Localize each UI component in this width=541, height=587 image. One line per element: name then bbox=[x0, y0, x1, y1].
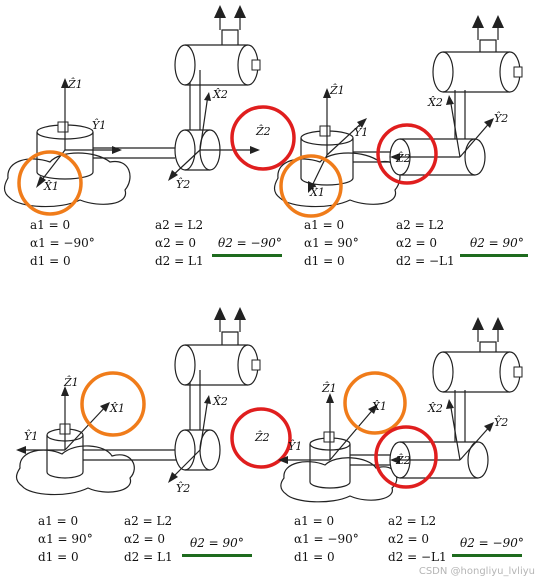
diagram-panel-4: Ẑ1 Ŷ1 X̂1 X̂2 Ẑ2 Ŷ2 a1 = 0 α1 = −90° d1 … bbox=[270, 300, 541, 587]
params-right-3: a2 = L2 α2 = 0 d2 = L1 bbox=[124, 512, 173, 566]
param-d2: d2 = L1 bbox=[124, 550, 173, 564]
label-x2: X̂2 bbox=[212, 395, 228, 408]
orange-highlight-circle bbox=[343, 371, 407, 435]
label-x1: X̂1 bbox=[371, 400, 387, 413]
label-y2: Ŷ2 bbox=[494, 415, 508, 429]
theta-value-4: θ2 = −90° bbox=[460, 536, 524, 550]
param-a1: a1 = 0 bbox=[38, 514, 79, 528]
label-z2: Ẑ2 bbox=[395, 151, 411, 165]
theta-underline-3 bbox=[182, 554, 252, 557]
param-a1: a1 = 0 bbox=[304, 218, 345, 232]
params-left-1: a1 = 0 α1 = −90° d1 = 0 bbox=[30, 216, 95, 270]
param-alpha1: α1 = −90° bbox=[30, 236, 95, 250]
label-x2: X̂2 bbox=[212, 88, 228, 101]
red-highlight-circle bbox=[374, 425, 438, 489]
param-d1: d1 = 0 bbox=[294, 550, 335, 564]
base-cloud bbox=[273, 152, 401, 208]
watermark: CSDN @hongliyu_lvliyu bbox=[418, 566, 535, 577]
base-cloud bbox=[3, 152, 131, 208]
param-alpha2: α2 = 0 bbox=[124, 532, 166, 546]
param-d1: d1 = 0 bbox=[304, 254, 345, 268]
param-alpha2: α2 = 0 bbox=[155, 236, 197, 250]
label-z2: Ẑ2 bbox=[395, 453, 411, 467]
diagram-panel-2: Ẑ1 Ŷ1 X̂1 X̂2 Ẑ2 Ŷ2 a1 = 0 α1 = 90° d1 =… bbox=[270, 0, 541, 290]
params-right-1: a2 = L2 α2 = 0 d2 = L1 bbox=[155, 216, 204, 270]
label-z2: Ẑ2 bbox=[255, 124, 271, 138]
robot-arm-drawing-2: Ẑ1 Ŷ1 X̂1 X̂2 Ẑ2 Ŷ2 bbox=[273, 15, 523, 218]
param-a2: a2 = L2 bbox=[155, 218, 204, 232]
param-d2: d2 = −L1 bbox=[396, 254, 455, 268]
param-alpha1: α1 = −90° bbox=[294, 532, 359, 546]
param-a2: a2 = L2 bbox=[124, 514, 173, 528]
label-y1: Ŷ1 bbox=[92, 118, 106, 132]
diagram-panel-3: Ẑ1 Ŷ1 X̂1 X̂2 Ẑ2 Ŷ2 a1 = 0 α1 = 90° d1 =… bbox=[0, 300, 292, 587]
label-y2: Ŷ2 bbox=[176, 177, 190, 191]
label-y2: Ŷ2 bbox=[176, 481, 190, 495]
param-alpha2: α2 = 0 bbox=[388, 532, 430, 546]
params-right-4: a2 = L2 α2 = 0 d2 = −L1 bbox=[388, 512, 447, 566]
diagram-panel-1: Ẑ1 Ŷ1 X̂1 X̂2 Ẑ2 Ŷ2 a1 = 0 α1 = −90° d1 … bbox=[0, 0, 296, 290]
orange-highlight-circle bbox=[17, 150, 83, 216]
param-a1: a1 = 0 bbox=[30, 218, 71, 232]
theta-value-2: θ2 = 90° bbox=[470, 236, 524, 250]
theta-underline-1 bbox=[212, 254, 282, 257]
theta-value-1: θ2 = −90° bbox=[218, 236, 282, 250]
orange-highlight-circle bbox=[80, 371, 146, 437]
label-z1: Ẑ1 bbox=[67, 77, 83, 91]
label-y2: Ŷ2 bbox=[494, 111, 508, 125]
param-a1: a1 = 0 bbox=[294, 514, 335, 528]
params-right-2: a2 = L2 α2 = 0 d2 = −L1 bbox=[396, 216, 455, 270]
label-z1: Ẑ1 bbox=[63, 375, 79, 389]
red-highlight-circle bbox=[230, 105, 296, 171]
robot-arm-drawing-3: Ẑ1 Ŷ1 X̂1 X̂2 Ẑ2 Ŷ2 bbox=[15, 307, 292, 496]
params-left-4: a1 = 0 α1 = −90° d1 = 0 bbox=[294, 512, 359, 566]
theta-underline-2 bbox=[460, 254, 528, 257]
label-x2: X̂2 bbox=[427, 96, 443, 109]
params-left-2: a1 = 0 α1 = 90° d1 = 0 bbox=[304, 216, 359, 270]
label-x1: X̂1 bbox=[43, 180, 59, 193]
label-z2: Ẑ2 bbox=[254, 430, 270, 444]
param-d2: d2 = L1 bbox=[155, 254, 204, 268]
orange-highlight-circle bbox=[279, 154, 343, 218]
red-highlight-circle bbox=[376, 123, 438, 185]
label-x2: X̂2 bbox=[427, 402, 443, 415]
red-highlight-circle bbox=[230, 407, 292, 469]
label-y1: Ŷ1 bbox=[288, 439, 302, 453]
param-d2: d2 = −L1 bbox=[388, 550, 447, 564]
param-alpha1: α1 = 90° bbox=[304, 236, 359, 250]
robot-arm-drawing-1: Ẑ1 Ŷ1 X̂1 X̂2 Ẑ2 Ŷ2 bbox=[3, 5, 296, 216]
base-cloud bbox=[280, 457, 398, 503]
label-y1: Ŷ1 bbox=[354, 125, 368, 139]
theta-underline-4 bbox=[452, 554, 522, 557]
param-a2: a2 = L2 bbox=[388, 514, 437, 528]
theta-value-3: θ2 = 90° bbox=[190, 536, 244, 550]
param-d1: d1 = 0 bbox=[38, 550, 79, 564]
robot-arm-drawing-4: Ẑ1 Ŷ1 X̂1 X̂2 Ẑ2 Ŷ2 bbox=[278, 317, 523, 503]
label-x1: X̂1 bbox=[109, 402, 125, 415]
label-y1: Ŷ1 bbox=[24, 429, 38, 443]
param-alpha2: α2 = 0 bbox=[396, 236, 438, 250]
base-cloud bbox=[15, 445, 135, 496]
param-alpha1: α1 = 90° bbox=[38, 532, 93, 546]
label-z1: Ẑ1 bbox=[329, 83, 345, 97]
param-d1: d1 = 0 bbox=[30, 254, 71, 268]
label-z1: Ẑ1 bbox=[321, 381, 337, 395]
params-left-3: a1 = 0 α1 = 90° d1 = 0 bbox=[38, 512, 93, 566]
label-x1: X̂1 bbox=[309, 186, 325, 199]
param-a2: a2 = L2 bbox=[396, 218, 445, 232]
